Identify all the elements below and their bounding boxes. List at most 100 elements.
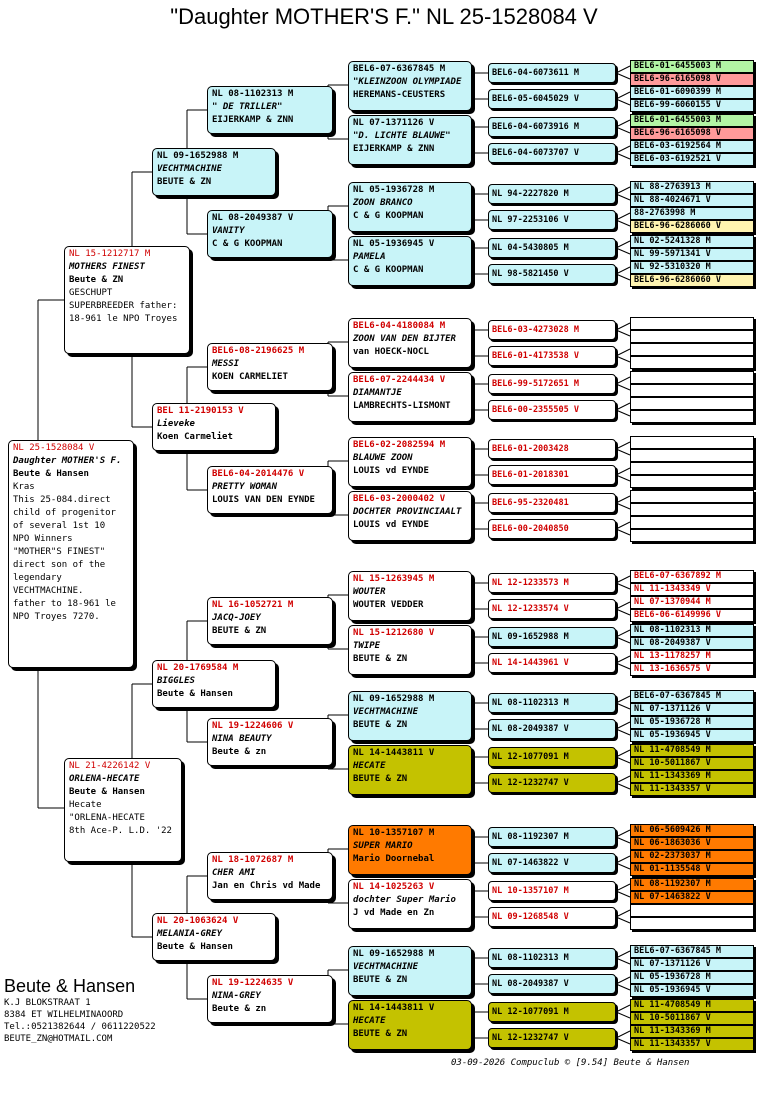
connector-line bbox=[615, 1011, 631, 1019]
gen4-ring: NL 15-1212680 V bbox=[353, 628, 435, 638]
gen4-owner: Mario Doornebal bbox=[353, 854, 435, 864]
connector-line bbox=[615, 467, 631, 476]
gen5-box: NL 94-2227820 M bbox=[488, 184, 616, 204]
gen6-box: NL 11-1343357 V bbox=[630, 1038, 754, 1051]
gen6-box bbox=[630, 503, 754, 516]
gen4-ring: NL 14-1025263 V bbox=[353, 882, 435, 892]
connector-line bbox=[615, 495, 631, 504]
sire-owner: Beute & ZN bbox=[69, 275, 124, 285]
gen3-name: " DE TRILLER" bbox=[212, 102, 283, 112]
connector-line bbox=[615, 152, 631, 160]
connector-line bbox=[615, 409, 631, 417]
sire-ring: NL 15-1212717 M bbox=[69, 249, 151, 259]
subject-note: of several 1st 10 bbox=[13, 521, 106, 531]
breeder-email: BEUTE_ZN@HOTMAIL.COM bbox=[4, 1034, 113, 1044]
connector-line bbox=[615, 72, 631, 80]
gen5-box: NL 97-2253106 V bbox=[488, 210, 616, 230]
connector-line bbox=[615, 528, 631, 536]
gen3-ring: NL 19-1224635 V bbox=[212, 978, 294, 988]
gen3-ring: NL 16-1052721 M bbox=[212, 600, 294, 610]
connector-line bbox=[615, 448, 631, 456]
gen4-ring: BEL6-07-2244434 V bbox=[353, 375, 446, 385]
gen4-owner: C & G KOOPMAN bbox=[353, 211, 424, 221]
gen5-box: NL 10-1357107 M bbox=[488, 881, 616, 901]
gen4-name: TWIPE bbox=[353, 641, 381, 651]
connector-line bbox=[615, 629, 631, 638]
gen6-box: BEL6-01-6455003 M bbox=[630, 60, 754, 73]
grandparent-owner: BEUTE & ZN bbox=[157, 177, 212, 187]
gen6-box: NL 05-1936945 V bbox=[630, 984, 754, 997]
gen6-box: NL 13-1178257 M bbox=[630, 650, 754, 663]
gen4-owner: BEUTE & ZN bbox=[353, 1029, 408, 1039]
gen4-owner: van HOECK-NOCL bbox=[353, 347, 429, 357]
subject-note: direct son of the bbox=[13, 560, 106, 570]
gen4-owner: HEREMANS-CEUSTERS bbox=[353, 90, 446, 100]
gen6-box: NL 11-1343357 V bbox=[630, 783, 754, 796]
gen6-box: BEL6-07-6367892 M bbox=[630, 570, 754, 583]
breeder-phone: Tel.:0521382644 / 0611220522 bbox=[4, 1022, 156, 1032]
gen6-box: NL 07-1371126 V bbox=[630, 958, 754, 971]
connector-line bbox=[615, 119, 631, 128]
connector-line bbox=[615, 1037, 631, 1045]
gen4-name: HECATE bbox=[353, 1016, 386, 1026]
subject-name: Daughter MOTHER'S F. bbox=[13, 456, 122, 466]
gen5-box: NL 08-1102313 M bbox=[488, 948, 616, 968]
gen5-box: NL 04-5430805 M bbox=[488, 238, 616, 258]
connector-line bbox=[615, 186, 631, 195]
gen4-name: ZOON BRANCO bbox=[353, 198, 413, 208]
sire-note: SUPERBREEDER father: bbox=[69, 301, 178, 311]
gen6-box: BEL6-03-6192564 M bbox=[630, 140, 754, 153]
gen6-box: NL 13-1636575 V bbox=[630, 663, 754, 676]
gen5-box: BEL6-04-6073916 M bbox=[488, 117, 616, 137]
connector-line bbox=[615, 749, 631, 758]
gen4-ring: BEL6-03-2000402 V bbox=[353, 494, 446, 504]
gen4-name: VECHTMACHINE bbox=[353, 707, 419, 717]
gen6-box: NL 11-4708549 M bbox=[630, 744, 754, 757]
connector-line bbox=[615, 247, 631, 255]
gen4-name: DOCHTER PROVINCIAALT bbox=[353, 507, 462, 517]
gen4-ring: NL 05-1936945 V bbox=[353, 239, 435, 249]
connector-line bbox=[615, 266, 631, 275]
connector-line bbox=[615, 474, 631, 482]
gen6-box: NL 10-5011867 V bbox=[630, 757, 754, 770]
gen6-box bbox=[630, 410, 754, 423]
subject-owner: Beute & Hansen bbox=[13, 469, 89, 479]
gen4-owner: EIJERKAMP & ZNN bbox=[353, 144, 435, 154]
gen6-box bbox=[630, 449, 754, 462]
gen6-box bbox=[630, 490, 754, 503]
gen3-ring: NL 19-1224606 V bbox=[212, 721, 294, 731]
gen6-box: NL 06-1863036 V bbox=[630, 837, 754, 850]
gen6-box bbox=[630, 397, 754, 410]
subject-ring: NL 25-1528084 V bbox=[13, 443, 95, 453]
gen6-box: BEL6-07-6367845 M bbox=[630, 690, 754, 703]
connector-line bbox=[615, 662, 631, 670]
gen3-name: VANITY bbox=[212, 226, 245, 236]
sire-name: MOTHERS FINEST bbox=[69, 262, 145, 272]
gen5-box: NL 08-2049387 V bbox=[488, 974, 616, 994]
gen5-box: NL 08-1192307 M bbox=[488, 827, 616, 847]
connector-line bbox=[615, 219, 631, 227]
connector-line bbox=[615, 756, 631, 764]
gen5-box: NL 08-1102313 M bbox=[488, 693, 616, 713]
gen5-box: NL 08-2049387 V bbox=[488, 719, 616, 739]
connector-line bbox=[615, 1004, 631, 1013]
connector-line bbox=[615, 240, 631, 249]
gen6-box bbox=[630, 330, 754, 343]
gen6-box: NL 02-5241328 M bbox=[630, 235, 754, 248]
gen4-owner: BEUTE & ZN bbox=[353, 720, 408, 730]
gen3-name: MESSI bbox=[212, 359, 240, 369]
gen3-box: NL 08-1102313 M" DE TRILLER"EIJERKAMP & … bbox=[207, 86, 333, 134]
gen4-ring: BEL6-02-2082594 M bbox=[353, 440, 446, 450]
dam-name: ORLENA-HECATE bbox=[69, 774, 140, 784]
gen6-box bbox=[630, 384, 754, 397]
